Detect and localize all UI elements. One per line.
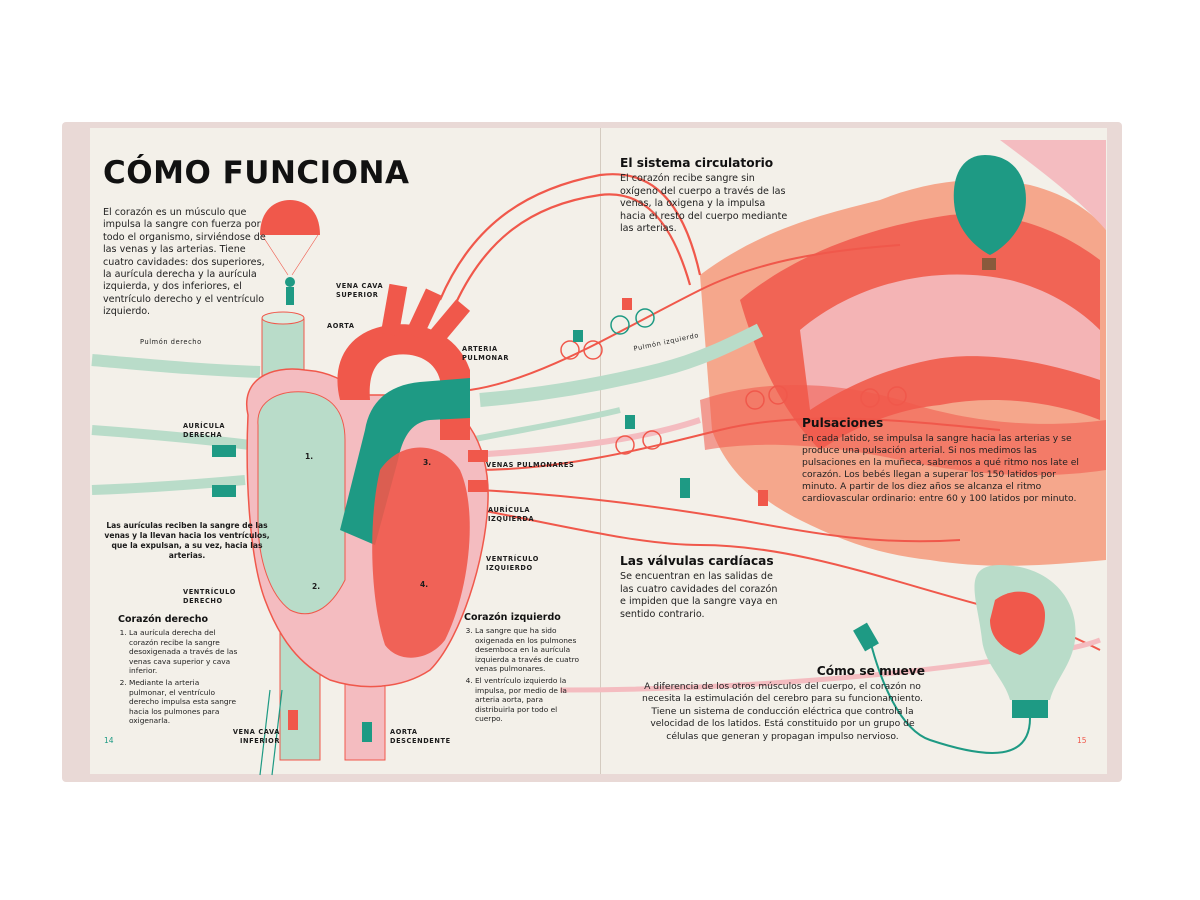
left-ventricle [372, 447, 470, 658]
section-corazon-izquierdo: Corazón izquierdo La sangre que ha sido … [464, 612, 584, 726]
heading-corazon-derecho: Corazón derecho [118, 614, 209, 625]
label-aorta-descendente: AORTA DESCENDENTE [390, 728, 451, 745]
list-item: El ventrículo izquierdo la impulsa, por … [475, 676, 584, 724]
page-number-left: 14 [104, 736, 114, 745]
list-item: La aurícula derecha del corazón recibe l… [129, 628, 238, 676]
chamber-number-1: 1. [305, 452, 314, 461]
page-number-right: 15 [1077, 736, 1087, 745]
label-ventriculo-derecho: VENTRÍCULO DERECHO [183, 588, 236, 605]
chamber-number-3: 3. [423, 458, 432, 467]
label-vena-cava-superior: VENA CAVA SUPERIOR [336, 282, 384, 299]
text-valvulas: Se encuentran en las salidas de las cuat… [620, 571, 778, 620]
label-vena-cava-inferior: VENA CAVA INFERIOR [232, 728, 280, 745]
list-item: Mediante la arteria pulmonar, el ventríc… [129, 678, 238, 726]
label-ventriculo-izquierdo: VENTRÍCULO IZQUIERDO [486, 555, 539, 572]
heading-como-se-mueve: Cómo se mueve [816, 664, 925, 678]
text-como-se-mueve: A diferencia de los otros músculos del c… [642, 681, 923, 742]
heading-valvulas: Las válvulas cardíacas [620, 554, 774, 568]
heading-sistema-circulatorio: El sistema circulatorio [620, 156, 774, 170]
section-valvulas: Las válvulas cardíacas Se encuentran en … [620, 554, 780, 621]
chamber-number-2: 2. [312, 582, 321, 591]
label-arteria-pulmonar: ARTERIA PULMONAR [462, 345, 510, 362]
text-pulsaciones: En cada latido, se impulsa la sangre hac… [802, 433, 1079, 504]
section-sistema-circulatorio: El sistema circulatorio El corazón recib… [620, 156, 790, 236]
pulmonary-road-left [91, 354, 261, 378]
pulmonary-artery [340, 378, 470, 545]
text-sistema-circulatorio: El corazón recibe sangre sin oxígeno del… [620, 173, 788, 235]
label-aorta: AORTA [327, 322, 355, 330]
list-item: La sangre que ha sido oxigenada en los p… [475, 626, 584, 674]
page-title: CÓMO FUNCIONA [103, 155, 410, 191]
label-pulmon-derecho: Pulmón derecho [140, 338, 202, 346]
cyclists [288, 298, 907, 742]
section-como-se-mueve: Cómo se mueve A diferencia de los otros … [640, 664, 925, 743]
parachute [260, 200, 320, 235]
heading-corazon-izquierdo: Corazón izquierdo [464, 612, 561, 623]
pulmonary-road-right [479, 323, 764, 407]
artery-road-top [438, 173, 702, 301]
label-auricula-derecha: AURÍCULA DERECHA [183, 422, 226, 439]
chamber-number-4: 4. [420, 580, 429, 589]
section-corazon-derecho: Corazón derecho La aurícula derecha del … [118, 614, 238, 728]
heading-pulsaciones: Pulsaciones [802, 416, 884, 430]
label-auricula-izquierda: AURÍCULA IZQUIERDA [488, 506, 535, 523]
label-venas-pulmonares: VENAS PULMONARES [486, 461, 575, 469]
callout-auriculas: Las aurículas reciben la sangre de las v… [104, 521, 270, 560]
hot-air-balloon [953, 155, 1026, 255]
aorta-arch [337, 324, 470, 440]
section-pulsaciones: Pulsaciones En cada latido, se impulsa l… [802, 416, 1092, 505]
intro-paragraph: El corazón es un músculo que impulsa la … [103, 207, 266, 318]
